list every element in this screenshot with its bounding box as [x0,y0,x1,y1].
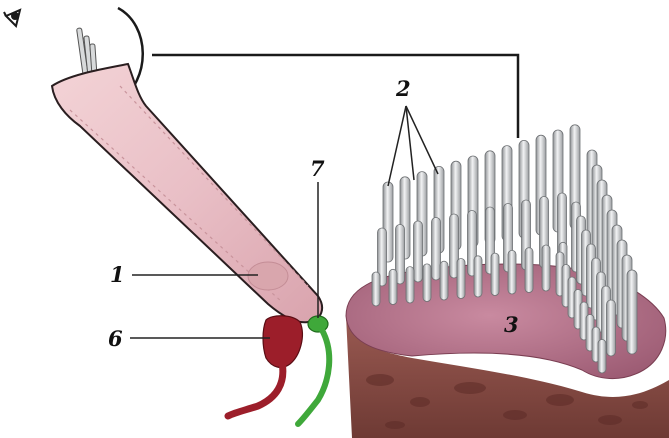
stereocilium [508,250,516,294]
stereocilium [406,267,414,303]
label-6: 6 [108,326,123,351]
leader-line-2c [406,106,438,174]
stereocilium [542,245,550,291]
leader-line-2b [406,106,414,180]
isolated-hair-cell [52,64,322,322]
label-1: 1 [110,262,125,287]
stereocilium [474,256,482,297]
stereocilium [598,340,606,374]
afferent-fiber [228,316,302,416]
label-7: 7 [310,156,325,181]
label-2: 2 [395,76,411,101]
nucleus [248,262,288,290]
stereocilium [389,269,397,304]
stereocilium [457,259,465,299]
leader-line-2a [388,106,406,186]
stereocilium [440,261,448,300]
stereocilium [627,270,637,354]
stereocilium [607,300,616,356]
eye-icon [4,10,20,26]
stereocilium [432,218,441,281]
stereocilium [491,253,499,295]
label-3: 3 [504,312,519,337]
stereocilium [423,264,431,302]
stereocilium [372,272,380,306]
magnification-connector [118,8,518,138]
stereocilium [525,248,533,293]
stereocilium [414,221,423,282]
